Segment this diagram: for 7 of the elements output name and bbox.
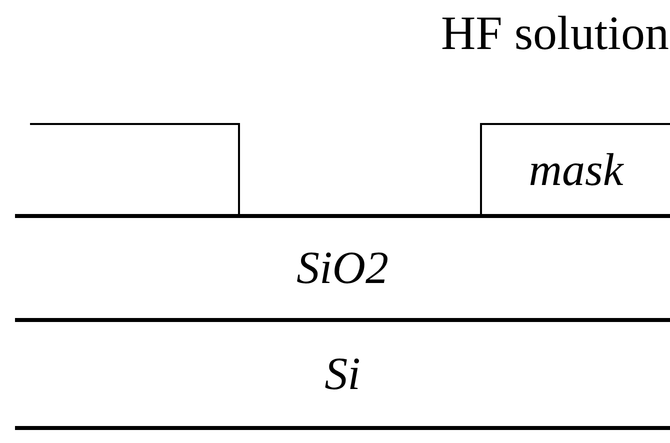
layer-label: Si — [324, 351, 360, 397]
mask-layer — [30, 123, 240, 215]
layer-label: mask — [528, 147, 624, 193]
layer-label: SiO2 — [296, 245, 388, 291]
solution-label: HF solution — [440, 10, 670, 58]
oxide-layer — [15, 214, 670, 322]
mask-layer — [480, 123, 670, 215]
